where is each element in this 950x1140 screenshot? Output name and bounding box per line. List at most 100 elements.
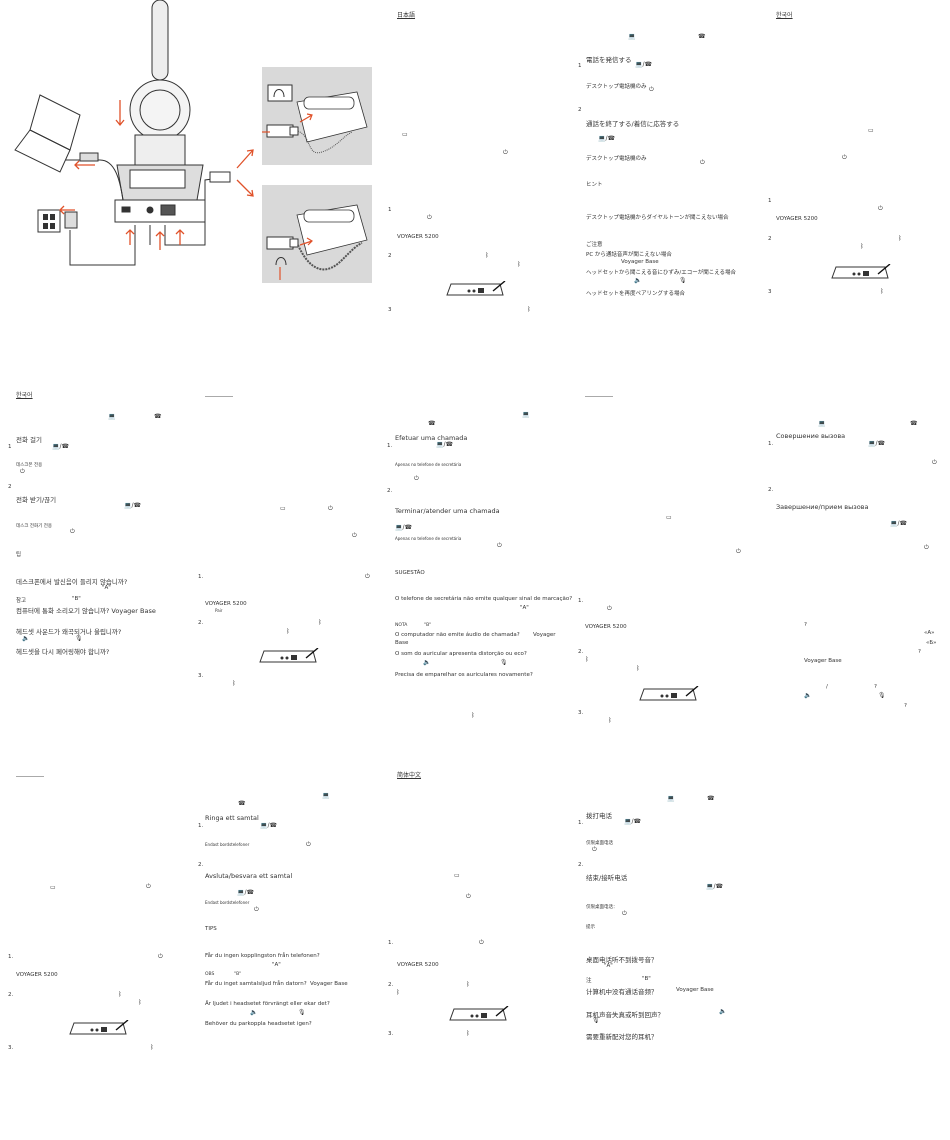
bluetooth-icon: ᛒ (150, 1044, 154, 1051)
power-icon: ⏻ (622, 910, 627, 917)
power-icon: ⏻ (427, 214, 432, 221)
question-2: O computador não emite áudio de chamada? (395, 632, 520, 638)
power-icon: ⏻ (503, 149, 508, 156)
question-1: Får du ingen kopplingston från telefonen… (205, 953, 320, 959)
bluetooth-icon: ᛒ (396, 989, 400, 996)
laptop-icon (14, 94, 81, 173)
laptop-icon: 💻 (522, 411, 530, 418)
desk-phone-icon: ☎ (910, 420, 918, 427)
question-mark-1: ? (804, 622, 807, 628)
step-1: 1. (198, 823, 204, 829)
voyager-label: VOYAGER 5200 (585, 624, 627, 630)
step-2: 2 (768, 236, 772, 242)
bluetooth-icon: ᛒ (517, 261, 521, 268)
voyager-label: VOYAGER 5200 (205, 601, 247, 607)
note-b: "B" (72, 596, 81, 602)
end-call-heading: 전화 받기/끊기 (16, 496, 57, 504)
slash: / (826, 684, 828, 690)
base-illustration (258, 648, 320, 666)
voyager-base-label: Voyager Base (676, 987, 714, 993)
battery-icon: ▭ (280, 505, 286, 512)
call-heading: Ringa ett samtal (205, 814, 259, 822)
question-2: PC から通話音声が聞こえない場合 (586, 252, 672, 258)
step-2: 2. (387, 488, 393, 494)
question-mark-2: ? (918, 649, 921, 655)
volume-icon: 🔈 (423, 659, 431, 666)
power-icon: ⏻ (842, 154, 847, 161)
note-a: "A" (604, 963, 613, 969)
step-3: 3. (8, 1045, 14, 1051)
power-icon: ⏻ (649, 86, 654, 93)
note-label: 참고 (16, 598, 27, 604)
step-1: 1. (198, 574, 204, 580)
voyager-label: VOYAGER 5200 (776, 216, 818, 222)
desk-phone-icon (296, 91, 368, 143)
question-4: Precisa de emparelhar os auriculares nov… (395, 672, 533, 678)
laptop-phone-icon: 💻/☎ (890, 520, 907, 527)
laptop-icon: 💻 (818, 420, 826, 427)
power-icon: ⏻ (146, 883, 151, 890)
note-a: "A" (520, 605, 529, 611)
header-rule-sv (16, 776, 44, 777)
base-illustration (445, 281, 507, 299)
laptop-icon: 💻 (322, 792, 330, 799)
step-3: 3 (388, 307, 392, 313)
voyager-base-label: Voyager Base (310, 981, 348, 987)
question-mark-3: ? (874, 684, 877, 690)
step-3: 3. (388, 1031, 394, 1037)
headset-stand (114, 0, 206, 223)
battery-icon: ▭ (454, 872, 460, 879)
mic-icon: 🎙 (500, 659, 508, 666)
laptop-phone-icon: 💻/☎ (598, 135, 615, 142)
battery-icon: ▭ (50, 884, 56, 891)
laptop-phone-icon: 💻/☎ (624, 818, 641, 825)
laptop-phone-icon: 💻/☎ (436, 441, 453, 448)
setup-diagram (5, 0, 380, 290)
volume-icon: 🔈 (804, 692, 812, 699)
note-label: NOTA (395, 623, 408, 628)
laptop-phone-icon: 💻/☎ (395, 524, 412, 531)
header-rule-ru (585, 396, 613, 397)
tip-heading: 팁 (16, 552, 22, 558)
power-icon: ⏻ (736, 548, 741, 555)
step-1: 1 (8, 444, 12, 450)
laptop-phone-icon: 💻/☎ (52, 443, 69, 450)
header-korean-top: 한국어 (776, 12, 793, 19)
mic-icon: 🎙 (592, 1017, 600, 1024)
bluetooth-icon: ᛒ (485, 252, 489, 259)
header-japanese: 日本語 (397, 12, 416, 19)
power-icon: ⏻ (497, 542, 502, 549)
bluetooth-icon: ᛒ (466, 981, 470, 988)
bluetooth-icon: ᛒ (585, 656, 589, 663)
step-3: 3. (578, 710, 584, 716)
step-1: 1. (8, 954, 14, 960)
note-b: «Б» (926, 640, 937, 646)
laptop-phone-icon: 💻/☎ (868, 440, 885, 447)
desk-only-label: Apenas no telefone de secretária (395, 462, 462, 467)
desk-only-label: Endast bordstelefoner (205, 900, 250, 905)
voyager-label: VOYAGER 5200 (397, 234, 439, 240)
bluetooth-icon: ᛒ (232, 680, 236, 687)
power-icon: ⏻ (592, 846, 597, 853)
desk-phone-icon: ☎ (707, 795, 715, 802)
bluetooth-icon: ᛒ (466, 1030, 470, 1037)
mic-icon: 🎙 (679, 277, 687, 284)
obs-b: "B" (234, 972, 242, 977)
end-call-heading: Завершение/прием вызова (776, 503, 869, 511)
step-2: 2. (578, 862, 584, 868)
call-heading: 電話を発信する (586, 56, 632, 64)
power-icon: ⏻ (414, 475, 419, 482)
note-b: "B" (642, 976, 651, 982)
question-2: 컴퓨터에 통화 소리오기 않습니까? Voyager Base (16, 607, 156, 615)
end-call-heading: Avsluta/besvara ett samtal (205, 872, 293, 880)
voyager-label: Voyager (533, 632, 556, 638)
tips-heading: SUGESTÃO (395, 570, 425, 576)
bluetooth-icon: ᛒ (471, 712, 475, 719)
base-illustration (448, 1006, 510, 1024)
power-icon: ⏻ (932, 459, 937, 466)
question-3: 耳机声音失真或听到回声？ (586, 1011, 664, 1019)
voyager-base-label: Voyager Base (621, 259, 659, 265)
step-1: 1. (578, 820, 584, 826)
desk-only-label: Endast bordstelefoner (205, 842, 250, 847)
battery-icon: ▭ (868, 127, 874, 134)
